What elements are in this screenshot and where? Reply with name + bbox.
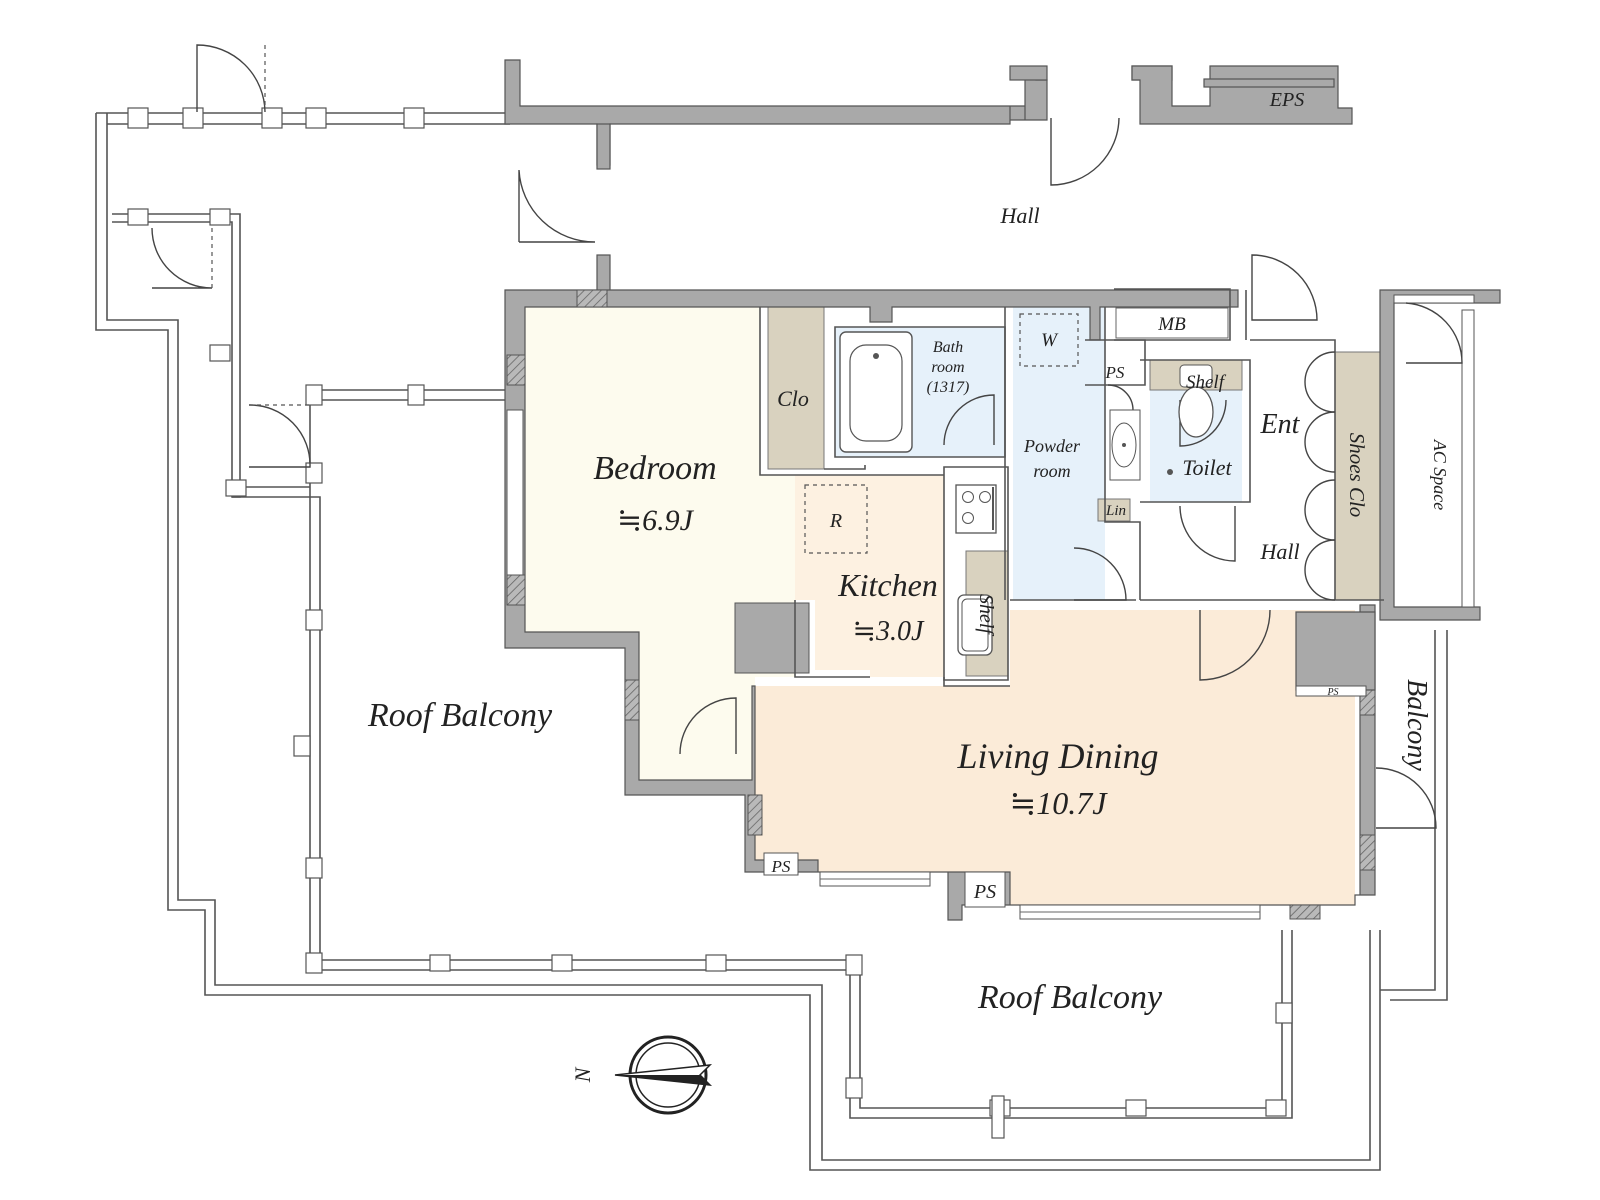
hall-top-label: Hall [999,203,1039,228]
roof-balcony-left-label: Roof Balcony [367,697,553,734]
bath-label-3: (1317) [927,379,970,396]
living-area: ≒10.7J [1009,785,1108,821]
bedroom-area: ≒6.9J [617,504,695,537]
ps-left-label: PS [771,857,791,876]
bath-label-2: room [931,359,964,376]
powder-label-2: room [1033,461,1070,481]
bedroom-label: Bedroom [593,450,716,487]
sink-icon [957,594,993,656]
roof-balcony-bottom-label: Roof Balcony [977,979,1163,1016]
corridor-walls [504,59,1353,296]
living-floor [752,610,1355,905]
clo-label: Clo [777,386,809,411]
ac-space-label: AC Space [1430,439,1450,510]
labels: Hall EPS MB PS W Bath room (1317) Clo Po… [367,89,1450,1083]
doors [151,44,1463,829]
eps-label: EPS [1269,89,1304,111]
compass-icon [614,1035,713,1115]
shoes-clo-storage [1334,351,1382,601]
lin-shelf [1097,498,1131,522]
bath-label-1: Bath [933,339,963,356]
shoes-clo-label: Shoes Clo [1345,433,1369,518]
unit-walls [504,289,1501,921]
washbasin-icon [1109,409,1141,481]
railing-posts [127,107,1293,1139]
north-label: N [570,1066,595,1083]
toilet-label: Toilet [1182,455,1232,480]
powder-floor [1013,307,1105,600]
clo-storage [767,306,825,470]
bedroom-floor [525,307,795,780]
powder-label-1: Powder [1023,436,1081,456]
living-label: Living Dining [956,736,1158,776]
cooktop-icon [955,484,997,534]
hall-inner-label: Hall [1259,539,1299,564]
kitchen-shelf-label: Shelf [975,594,997,636]
kitchen-area: ≒3.0J [853,616,925,647]
shelf-top-label: Shelf [1186,372,1227,393]
kitchen-floor [795,475,944,677]
ps-small-label: PS [1326,687,1338,698]
r-label: R [829,510,842,532]
mb-label: MB [1157,314,1186,335]
room-fills [525,306,1382,905]
ps-top-label: PS [1105,363,1125,382]
ent-label: Ent [1260,409,1301,440]
toilet-icon [1167,364,1214,475]
lin-label: Lin [1105,503,1126,519]
balcony-label: Balcony [1401,679,1432,771]
ps-bottom-label: PS [973,881,996,903]
bathtub-icon [839,331,913,453]
kitchen-label: Kitchen [837,567,938,603]
w-label: W [1041,330,1059,351]
